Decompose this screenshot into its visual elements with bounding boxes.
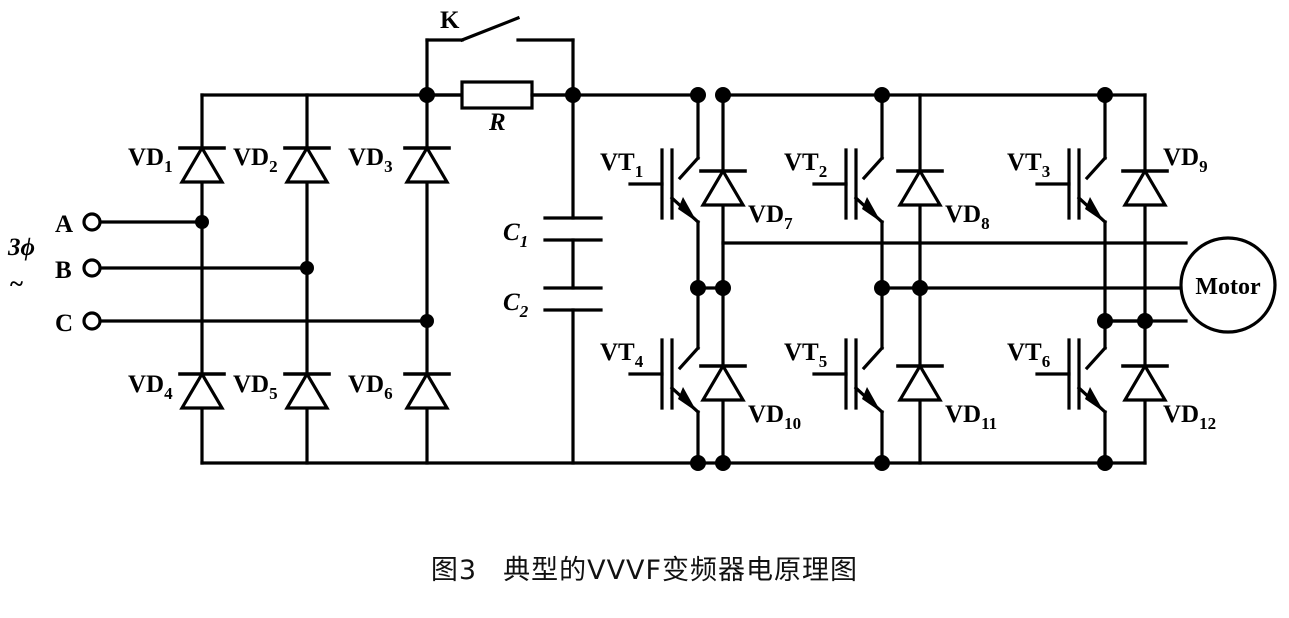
caption-title: 典型的VVVF变频器电原理图 [503,555,859,586]
label-vd12: VD12 [1163,401,1216,433]
terminal-label-a: A [55,211,73,238]
junction-mid-leg2-igbt [874,280,890,296]
label-vt4: VT4 [600,339,644,371]
diode-vd3-body [404,144,450,184]
diode-vd11-body [897,362,943,402]
label-vd4: VD4 [128,371,173,403]
vt3-collector-slope [1084,155,1108,181]
junction-mid-leg1-diode [715,280,731,296]
vt1-collector-slope [677,155,701,181]
diode-vd4-body [179,370,225,410]
terminal-label-b: B [55,257,72,284]
vt2-collector-slope [861,155,885,181]
junction-top-leg1-igbt [690,87,706,103]
diode-vd5-body [284,370,330,410]
junction-bottom-leg3-igbt [1097,455,1113,471]
junction-bottom-leg1-diode [715,455,731,471]
label-vd11: VD11 [945,401,997,433]
vt1-emitter-arrow [678,197,697,222]
junction-mid-leg1-igbt [690,280,706,296]
junction-mid-leg2-diode [912,280,928,296]
junction-top-leg1-diode [715,87,731,103]
vt6-collector-slope [1084,345,1108,371]
motor-body [1179,236,1277,334]
diode-vd10-body [700,362,746,402]
label-vt1: VT1 [600,149,643,181]
label-vd2: VD2 [233,144,278,176]
terminal-a-circle [82,212,102,232]
diode-vd9-body [1122,167,1168,207]
vt5-emitter-arrow [862,387,881,412]
terminal-label-c: C [55,310,73,337]
junction-phase-a [195,215,209,229]
label-vd3: VD3 [348,144,393,176]
vt2-emitter-arrow [862,197,881,222]
diode-vd12-body [1122,362,1168,402]
label-vt6: VT6 [1007,339,1050,371]
switch-k-blade [459,15,521,43]
label-c1: C1 [503,219,528,251]
junction-bottom-leg2-igbt [874,455,890,471]
junction-top-leg2-igbt [874,87,890,103]
vt6-emitter-arrow [1085,387,1104,412]
label-switch-k: K [440,7,460,34]
terminal-b-circle [82,258,102,278]
circuit-schematic: 3ϕ ~ A B C VD1 VD2 VD3 VD4 VD5 VD6 K R C… [7,7,1277,471]
junction-precharge-right [565,87,581,103]
vt4-collector-slope [677,345,701,371]
label-vd6: VD6 [348,371,393,403]
figure-caption: 图3 典型的VVVF变频器电原理图 [0,548,1289,587]
junction-mid-leg3-diode [1137,313,1153,329]
vt5-collector-slope [861,345,885,371]
junction-precharge-left [419,87,435,103]
junction-phase-c [420,314,434,328]
diode-vd1-body [179,144,225,184]
label-vt5: VT5 [784,339,827,371]
label-vd5: VD5 [233,371,278,403]
label-vd7: VD7 [748,201,793,233]
ac-waveform-symbol: ~ [10,271,23,298]
label-vd10: VD10 [748,401,801,433]
diode-vd2-body [284,144,330,184]
label-vd8: VD8 [945,201,990,233]
terminal-c-circle [82,311,102,331]
junction-mid-leg3-igbt [1097,313,1113,329]
diode-vd6-body [404,370,450,410]
supply-system-label: 3ϕ [7,234,35,261]
label-vd1: VD1 [128,144,173,176]
diode-vd8-body [897,167,943,207]
label-c2: C2 [503,289,529,321]
label-vt3: VT3 [1007,149,1050,181]
vt3-emitter-arrow [1085,197,1104,222]
junction-bottom-leg1-igbt [690,455,706,471]
resistor-r-body [460,80,534,110]
label-vd9: VD9 [1163,144,1208,176]
diode-vd7-body [700,167,746,207]
label-resistor-r: R [488,109,506,136]
label-vt2: VT2 [784,149,827,181]
motor-label: Motor [1195,274,1261,300]
junction-top-leg3-igbt [1097,87,1113,103]
vt4-emitter-arrow [678,387,697,412]
caption-number: 图3 [430,555,478,586]
junction-phase-b [300,261,314,275]
